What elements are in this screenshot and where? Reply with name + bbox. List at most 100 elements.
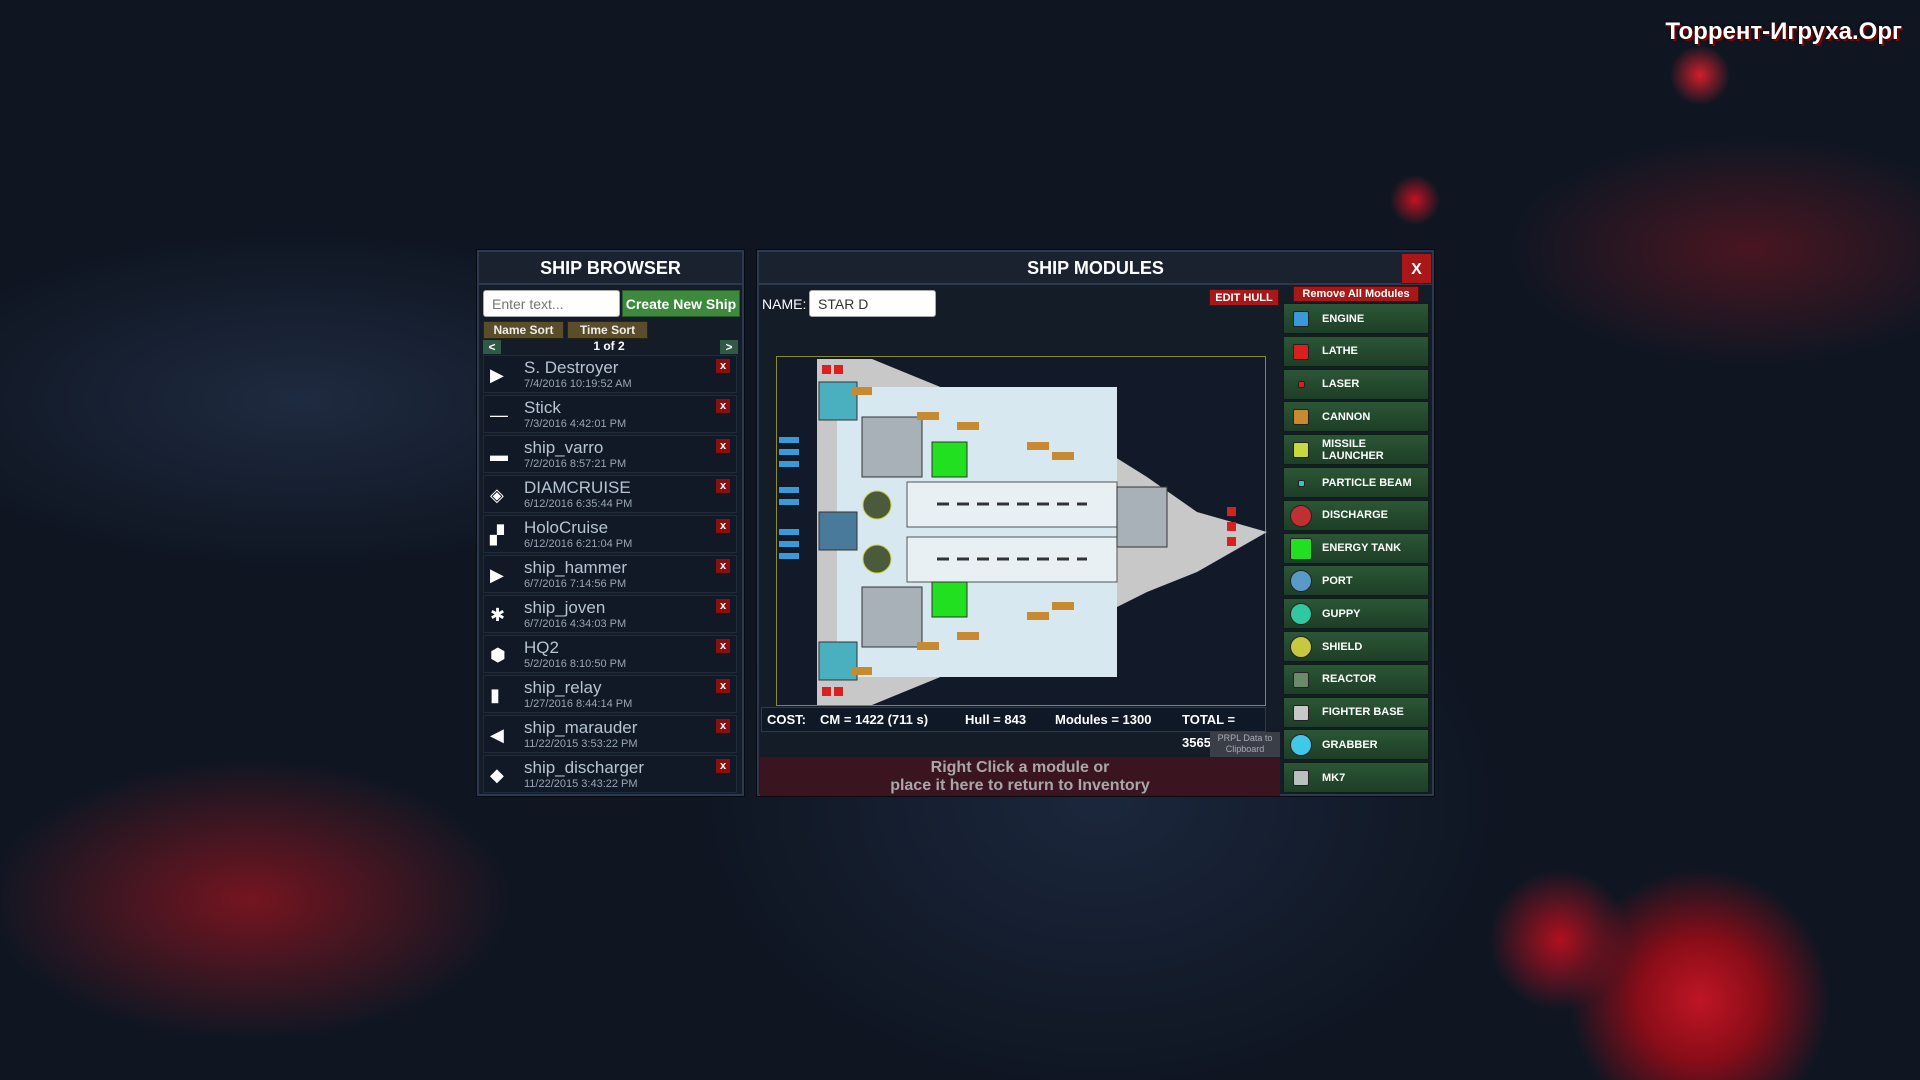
cost-hull: Hull = 843 [965, 712, 1027, 727]
create-new-ship-button[interactable]: Create New Ship [622, 290, 740, 317]
module-label: CANNON [1322, 410, 1371, 423]
ship-modules-panel: SHIP MODULES X NAME: STAR D EDIT HULL Re… [757, 250, 1434, 796]
cost-label: COST: [767, 712, 806, 727]
module-label: PORT [1322, 574, 1353, 587]
ship-list-item[interactable]: ◀ ship_marauder 11/22/2015 3:53:22 PM x [483, 715, 737, 753]
module-energy-tank[interactable]: ENERGY TANK [1283, 532, 1429, 564]
module-label: MK7 [1322, 771, 1346, 784]
module-cannon[interactable]: CANNON [1283, 401, 1429, 433]
ship-thumbnail-icon: ▶ [490, 565, 504, 585]
ship-thumbnail-icon: ✱ [490, 605, 506, 625]
ship-modules-title: SHIP MODULES [759, 252, 1432, 285]
delete-ship-button[interactable]: x [716, 359, 730, 373]
ship-thumbnail-icon: — [490, 405, 508, 425]
close-button[interactable]: X [1401, 253, 1432, 284]
mk7-icon [1288, 766, 1314, 790]
delete-ship-button[interactable]: x [716, 479, 730, 493]
module-label: MISSILE LAUNCHER [1322, 437, 1384, 462]
module-inventory-list: ENGINE LATHE LASER CANNON MISSILE LAUNCH… [1283, 303, 1431, 795]
ship-thumbnail-icon: ◀ [490, 725, 504, 745]
ship-thumbnail-icon: ◆ [490, 765, 504, 785]
ship-browser-title: SHIP BROWSER [479, 252, 742, 285]
delete-ship-button[interactable]: x [716, 679, 730, 693]
ship-name: HQ2 [524, 638, 559, 657]
module-lathe[interactable]: LATHE [1283, 335, 1429, 367]
delete-ship-button[interactable]: x [716, 639, 730, 653]
module-guppy[interactable]: GUPPY [1283, 598, 1429, 630]
guppy-icon [1288, 602, 1314, 626]
ship-list-item[interactable]: ✱ ship_joven 6/7/2016 4:34:03 PM x [483, 595, 737, 633]
ship-date: 6/7/2016 4:34:03 PM [524, 618, 627, 630]
name-sort-button[interactable]: Name Sort [483, 321, 564, 339]
time-sort-button[interactable]: Time Sort [567, 321, 648, 339]
delete-ship-button[interactable]: x [716, 439, 730, 453]
delete-ship-button[interactable]: x [716, 399, 730, 413]
fighter-base-icon [1288, 701, 1314, 725]
module-port[interactable]: PORT [1283, 565, 1429, 597]
module-mk7[interactable]: MK7 [1283, 762, 1429, 794]
ship-list-item[interactable]: ◆ ship_discharger 11/22/2015 3:43:22 PM … [483, 755, 737, 793]
prpl-clipboard-button[interactable]: PRPL Data to Clipboard [1210, 732, 1280, 757]
ship-list-item[interactable]: ▶ S. Destroyer 7/4/2016 10:19:52 AM x [483, 355, 737, 393]
cost-cm: CM = 1422 (711 s) [820, 712, 929, 727]
module-particle[interactable]: PARTICLE BEAM [1283, 467, 1429, 498]
module-grabber[interactable]: GRABBER [1283, 729, 1429, 761]
page-indicator: 1 of 2 [593, 339, 625, 353]
delete-ship-button[interactable]: x [716, 759, 730, 773]
remove-all-modules-button[interactable]: Remove All Modules [1293, 286, 1419, 302]
grabber-icon [1288, 733, 1314, 757]
watermark: Торрент-Игруха.Орг [1665, 18, 1902, 45]
ship-list-item[interactable]: ◈ DIAMCRUISE 6/12/2016 6:35:44 PM x [483, 475, 737, 513]
delete-ship-button[interactable]: x [716, 719, 730, 733]
ship-date: 6/12/2016 6:21:04 PM [524, 538, 633, 550]
module-discharge[interactable]: DISCHARGE [1283, 499, 1429, 531]
ship-name: DIAMCRUISE [524, 478, 631, 497]
ship-design-canvas[interactable] [776, 356, 1267, 706]
ship-date: 5/2/2016 8:10:50 PM [524, 658, 627, 670]
cost-bar: COST: CM = 1422 (711 s) Hull = 843 Modul… [761, 707, 1266, 750]
ship-list-item[interactable]: ▬ ship_varro 7/2/2016 8:57:21 PM x [483, 435, 737, 473]
ship-thumbnail-icon: ▮ [490, 685, 500, 705]
ship-thumbnail-icon: ⬢ [490, 645, 506, 665]
prev-page-button[interactable]: < [483, 340, 501, 354]
module-label: REACTOR [1322, 673, 1377, 686]
ship-thumbnail-icon: ◈ [490, 485, 504, 505]
ship-thumbnail-icon: ▶ [490, 365, 504, 385]
missile-icon [1288, 438, 1314, 462]
ship-list-item[interactable]: ▞ HoloCruise 6/12/2016 6:21:04 PM x [483, 515, 737, 553]
delete-ship-button[interactable]: x [716, 519, 730, 533]
ship-name: ship_discharger [524, 758, 645, 777]
ship-date: 7/4/2016 10:19:52 AM [524, 378, 632, 390]
drop-zone-line2: place it here to return to Inventory [890, 777, 1150, 794]
cannon-icon [1288, 405, 1314, 429]
module-missile[interactable]: MISSILE LAUNCHER [1283, 434, 1429, 466]
module-fighter-base[interactable]: FIGHTER BASE [1283, 696, 1429, 728]
ship-list-item[interactable]: ▶ ship_hammer 6/7/2016 7:14:56 PM x [483, 555, 737, 593]
ship-name-input[interactable]: STAR D [809, 290, 936, 317]
ship-list-item[interactable]: ▮ ship_relay 1/27/2016 8:44:14 PM x [483, 675, 737, 713]
edit-hull-button[interactable]: EDIT HULL [1209, 289, 1279, 306]
module-reactor[interactable]: REACTOR [1283, 663, 1429, 695]
module-engine[interactable]: ENGINE [1283, 303, 1429, 334]
module-shield[interactable]: SHIELD [1283, 631, 1429, 662]
ship-search-input[interactable] [483, 290, 620, 317]
ship-name: ship_hammer [524, 558, 627, 577]
name-label: NAME: [762, 296, 807, 312]
module-label: DISCHARGE [1322, 509, 1389, 522]
next-page-button[interactable]: > [720, 340, 738, 354]
delete-ship-button[interactable]: x [716, 559, 730, 573]
ship-thumbnail-icon: ▬ [490, 445, 508, 465]
ship-thumbnail-icon: ▞ [490, 525, 504, 545]
ship-name: ship_relay [524, 678, 602, 697]
delete-ship-button[interactable]: x [716, 599, 730, 613]
ship-name: HoloCruise [524, 518, 609, 537]
module-laser[interactable]: LASER [1283, 368, 1429, 400]
ship-list-item[interactable]: — Stick 7/3/2016 4:42:01 PM x [483, 395, 737, 433]
return-to-inventory-zone[interactable]: Right Click a module or place it here to… [760, 757, 1280, 796]
port-icon [1288, 569, 1314, 593]
module-label: LASER [1322, 378, 1360, 391]
module-label: SHIELD [1322, 640, 1363, 653]
ship-list-item[interactable]: ⬢ HQ2 5/2/2016 8:10:50 PM x [483, 635, 737, 673]
module-label: ENGINE [1322, 312, 1365, 325]
ship-date: 11/22/2015 3:43:22 PM [524, 778, 638, 790]
